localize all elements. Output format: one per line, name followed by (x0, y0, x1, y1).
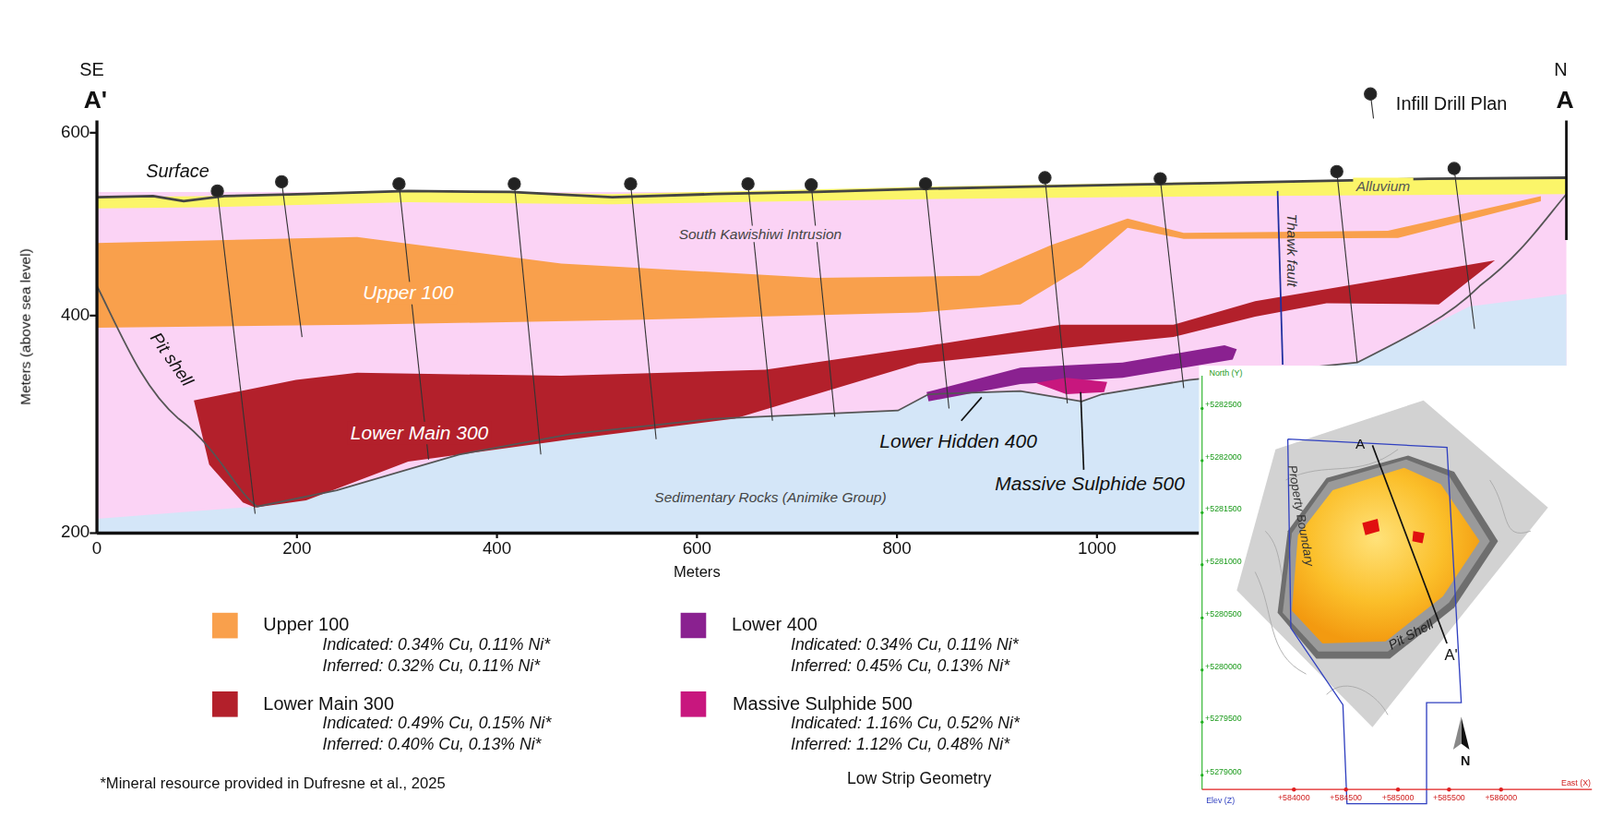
legend-swatch (680, 612, 707, 639)
label: 800 (882, 537, 911, 559)
label: +585500 (1432, 793, 1466, 803)
label: Inferred: 0.40% Cu, 0.13% Ni* (322, 735, 541, 754)
label: +5279500 (1205, 713, 1242, 723)
label: *Mineral resource provided in Dufresne e… (99, 774, 445, 792)
label: East (X) (1561, 777, 1591, 788)
label: A' (83, 85, 108, 115)
rock-unit: Upper 100 (359, 281, 457, 304)
label: Indicated: 1.16% Cu, 0.52% Ni* (790, 713, 1020, 732)
label: +5281500 (1205, 504, 1242, 514)
label: A' (1444, 644, 1457, 663)
label: +5281000 (1205, 556, 1242, 566)
label: Inferred: 0.32% Cu, 0.11% Ni* (322, 656, 540, 675)
label: +5279000 (1205, 766, 1242, 777)
label: Lower Hidden 400 (879, 429, 1038, 453)
label: 600 (682, 537, 712, 559)
label: A (1355, 434, 1365, 452)
label: Meters (673, 562, 721, 581)
unit-label: Sedimentary Rocks (Animike Group) (654, 489, 886, 506)
label: Infill Drill Plan (1396, 94, 1508, 116)
legend-label: Lower 400 (731, 613, 818, 635)
label: +5282500 (1205, 400, 1242, 410)
label: Thawk fault (1283, 213, 1301, 287)
label: 600 (60, 122, 90, 144)
label: 200 (282, 537, 311, 559)
legend-swatch (680, 691, 707, 717)
legend-swatch (212, 691, 239, 717)
label: +585000 (1382, 793, 1415, 803)
label: A (1555, 85, 1574, 115)
rock-unit: Alluvium (1352, 177, 1413, 194)
label: N (1553, 59, 1567, 81)
label: +5280000 (1205, 661, 1242, 671)
label: North (Y) (1208, 368, 1242, 378)
unit-label: Upper 100 (362, 281, 454, 304)
label: +5280500 (1205, 608, 1242, 619)
label: Elev (Z) (1205, 795, 1235, 805)
label: +586000 (1484, 793, 1517, 803)
label: +5282000 (1205, 452, 1242, 462)
label: 400 (60, 305, 90, 326)
unit-label: Alluvium (1356, 177, 1411, 194)
legend-swatch (212, 612, 239, 639)
label: Meters (above sea level) (17, 248, 35, 406)
label: Low Strip Geometry (847, 768, 992, 788)
label: 400 (482, 537, 512, 559)
label: 0 (92, 537, 102, 559)
label: Indicated: 0.49% Cu, 0.15% Ni* (322, 713, 551, 732)
legend-label: Upper 100 (262, 613, 349, 635)
label: Indicated: 0.34% Cu, 0.11% Ni* (790, 634, 1019, 654)
legend-label: Lower Main 300 (262, 692, 395, 715)
unit-label: South Kawishiwi Intrusion (679, 225, 842, 242)
legend-label: Massive Sulphide 500 (732, 692, 913, 715)
label: Massive Sulphide 500 (994, 472, 1185, 495)
label: Indicated: 0.34% Cu, 0.11% Ni* (322, 634, 550, 654)
label: 200 (60, 521, 90, 542)
rock-unit: Sedimentary Rocks (Animike Group) (651, 489, 890, 506)
rock-unit: South Kawishiwi Intrusion (675, 225, 845, 242)
label: Inferred: 0.45% Cu, 0.13% Ni* (790, 656, 1010, 675)
rock-unit: Lower Main 300 (346, 421, 491, 444)
label: Surface (145, 161, 210, 183)
unit-label: Lower Main 300 (350, 421, 490, 444)
label: +584000 (1277, 793, 1311, 803)
label: +584500 (1329, 793, 1362, 803)
label: N (1460, 752, 1470, 769)
label: SE (79, 59, 105, 81)
label: Inferred: 1.12% Cu, 0.48% Ni* (790, 735, 1010, 754)
label: 1000 (1077, 537, 1117, 559)
